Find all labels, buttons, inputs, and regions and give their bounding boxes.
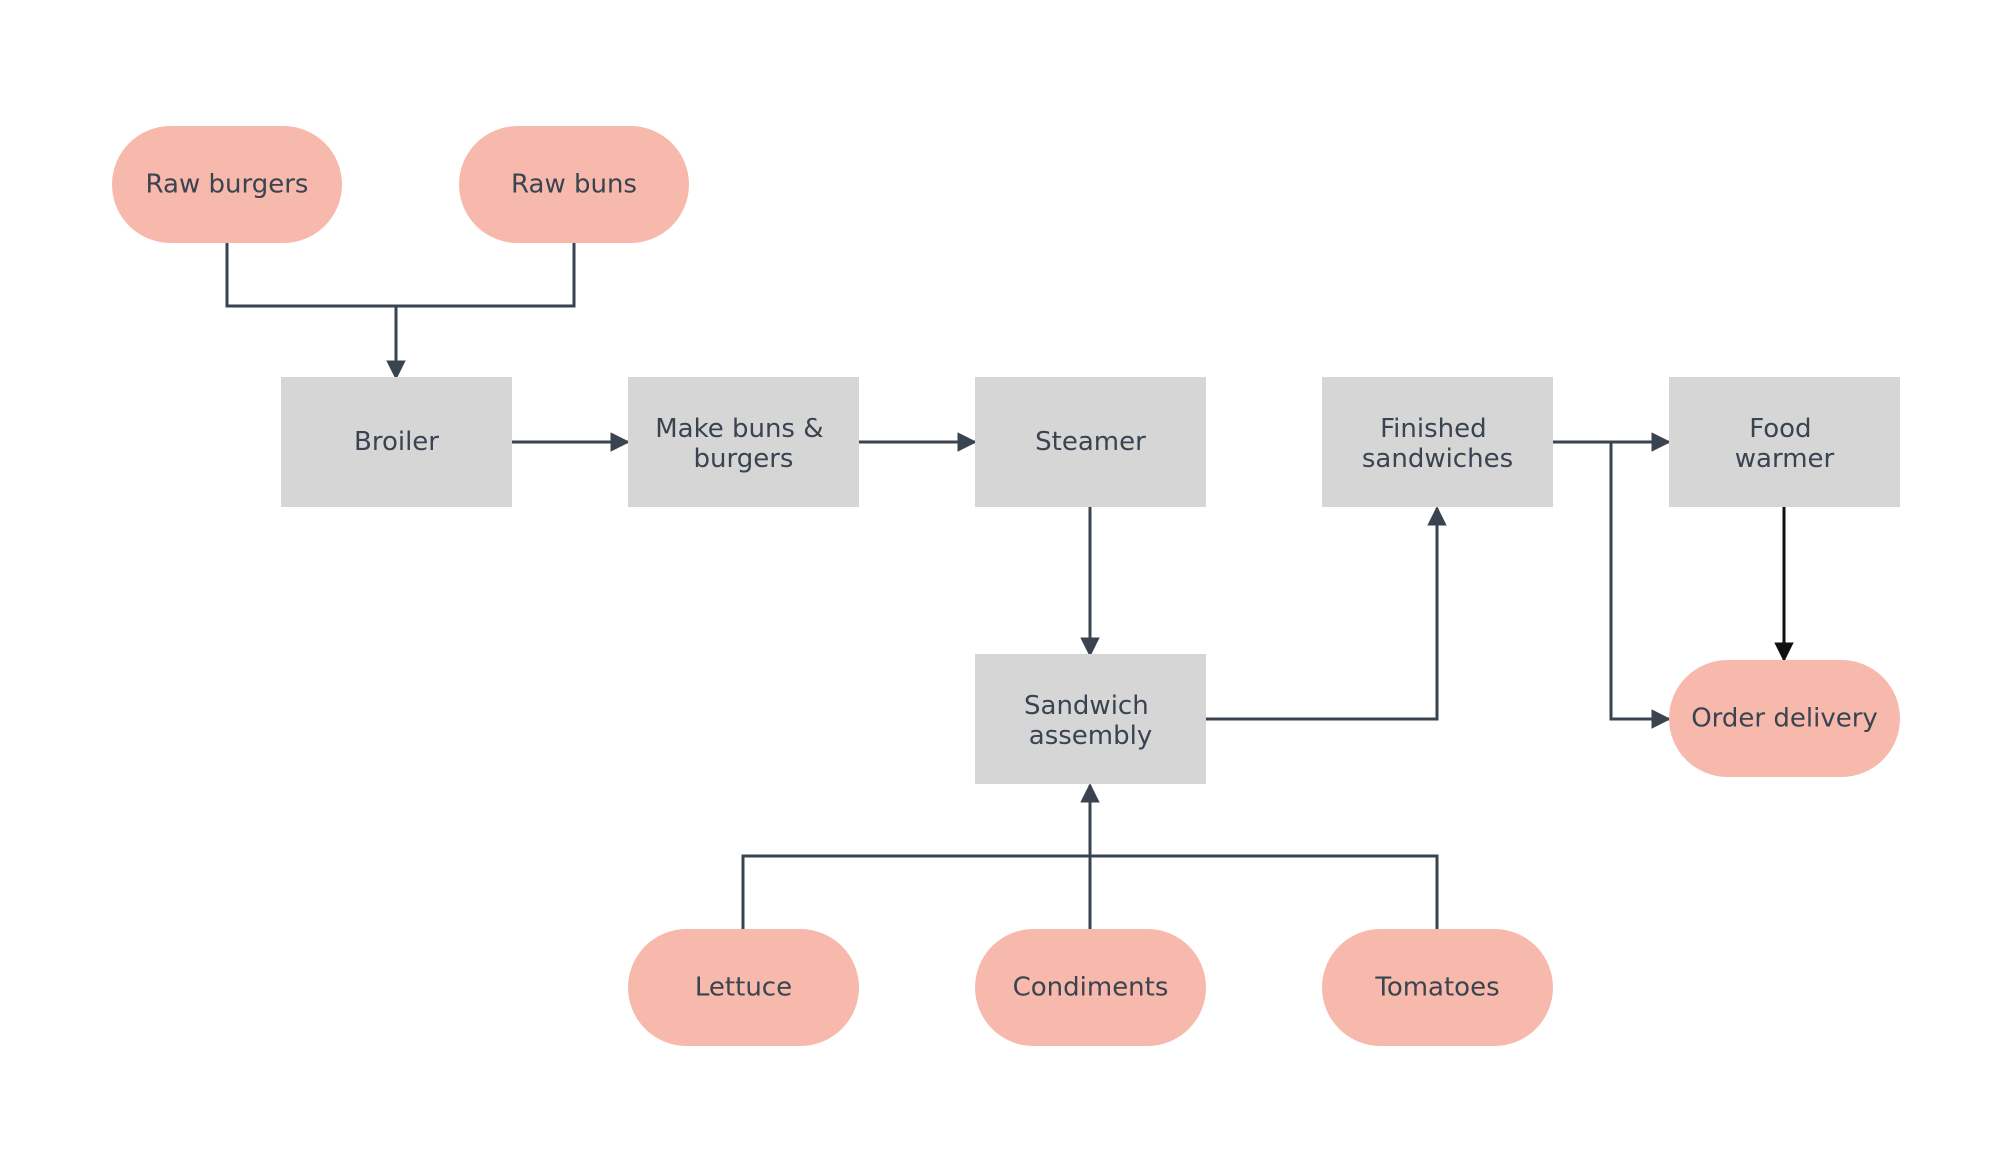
node-tomatoes[interactable]: Tomatoes [1322, 929, 1553, 1046]
node-order-delivery[interactable]: Order delivery [1669, 660, 1900, 777]
node-sandwich-assembly[interactable]: Sandwich assembly [975, 654, 1206, 784]
svg-text:Sandwich assembly: Sandwich assembly [1024, 691, 1157, 751]
node-label-line: Raw buns [511, 170, 637, 200]
node-food-warmer[interactable]: Food warmer [1669, 377, 1900, 507]
node-condiments[interactable]: Condiments [975, 929, 1206, 1046]
node-label-line: Condiments [1013, 973, 1169, 1003]
node-label-line: warmer [1735, 444, 1835, 474]
node-label-line: Raw burgers [146, 170, 309, 200]
svg-text:Condiments: Condiments [1013, 973, 1169, 1003]
node-label-line: Food [1749, 414, 1811, 444]
node-broiler[interactable]: Broiler [281, 377, 512, 507]
connector-raw-burgers-to-broiler [225, 243, 406, 380]
node-label-line: Order delivery [1691, 704, 1878, 734]
svg-text:Order delivery: Order delivery [1691, 704, 1878, 734]
node-label-line: burgers [694, 444, 794, 474]
connector-raw-buns-to-broiler [396, 243, 576, 308]
node-raw-burgers[interactable]: Raw burgers [112, 126, 342, 243]
svg-text:Lettuce: Lettuce [695, 973, 792, 1003]
node-finished-sandwiches[interactable]: Finished sandwiches [1322, 377, 1553, 507]
node-label-line: assembly [1029, 721, 1152, 751]
node-label-line: Broiler [354, 427, 439, 457]
connectors [225, 243, 1794, 929]
svg-text:Make buns & burgers: Make buns & burgers [655, 414, 832, 474]
node-label-line: Tomatoes [1374, 973, 1499, 1003]
node-steamer[interactable]: Steamer [975, 377, 1206, 507]
svg-text:Steamer: Steamer [1035, 427, 1146, 457]
svg-text:Raw buns: Raw buns [511, 170, 637, 200]
connector-sandwich-assembly-to-finished-sandwiches [1206, 506, 1447, 721]
node-raw-buns[interactable]: Raw buns [459, 126, 689, 243]
connector-tomatoes-to-sandwich-assembly [1090, 854, 1439, 929]
svg-text:Raw burgers: Raw burgers [146, 170, 309, 200]
node-label-line: Steamer [1035, 427, 1146, 457]
svg-text:Tomatoes: Tomatoes [1374, 973, 1499, 1003]
svg-text:Finished sandwiches: Finished sandwiches [1362, 414, 1513, 474]
flowchart-nodes: Raw burgers Raw buns Broiler Make buns &… [112, 126, 1900, 1046]
node-label-line: sandwiches [1362, 444, 1513, 474]
connector-finished-sandwiches-to-order-delivery [1609, 442, 1671, 729]
node-make-buns-burgers[interactable]: Make buns & burgers [628, 377, 859, 507]
node-lettuce[interactable]: Lettuce [628, 929, 859, 1046]
node-label-line: Lettuce [695, 973, 792, 1003]
node-label-line: Sandwich [1024, 691, 1149, 721]
svg-text:Broiler: Broiler [354, 427, 439, 457]
node-label-line: Make buns & [655, 414, 823, 444]
svg-text:Food warmer: Food warmer [1735, 414, 1835, 474]
connector-lettuce-to-sandwich-assembly [741, 854, 1090, 929]
node-label-line: Finished [1380, 414, 1487, 444]
